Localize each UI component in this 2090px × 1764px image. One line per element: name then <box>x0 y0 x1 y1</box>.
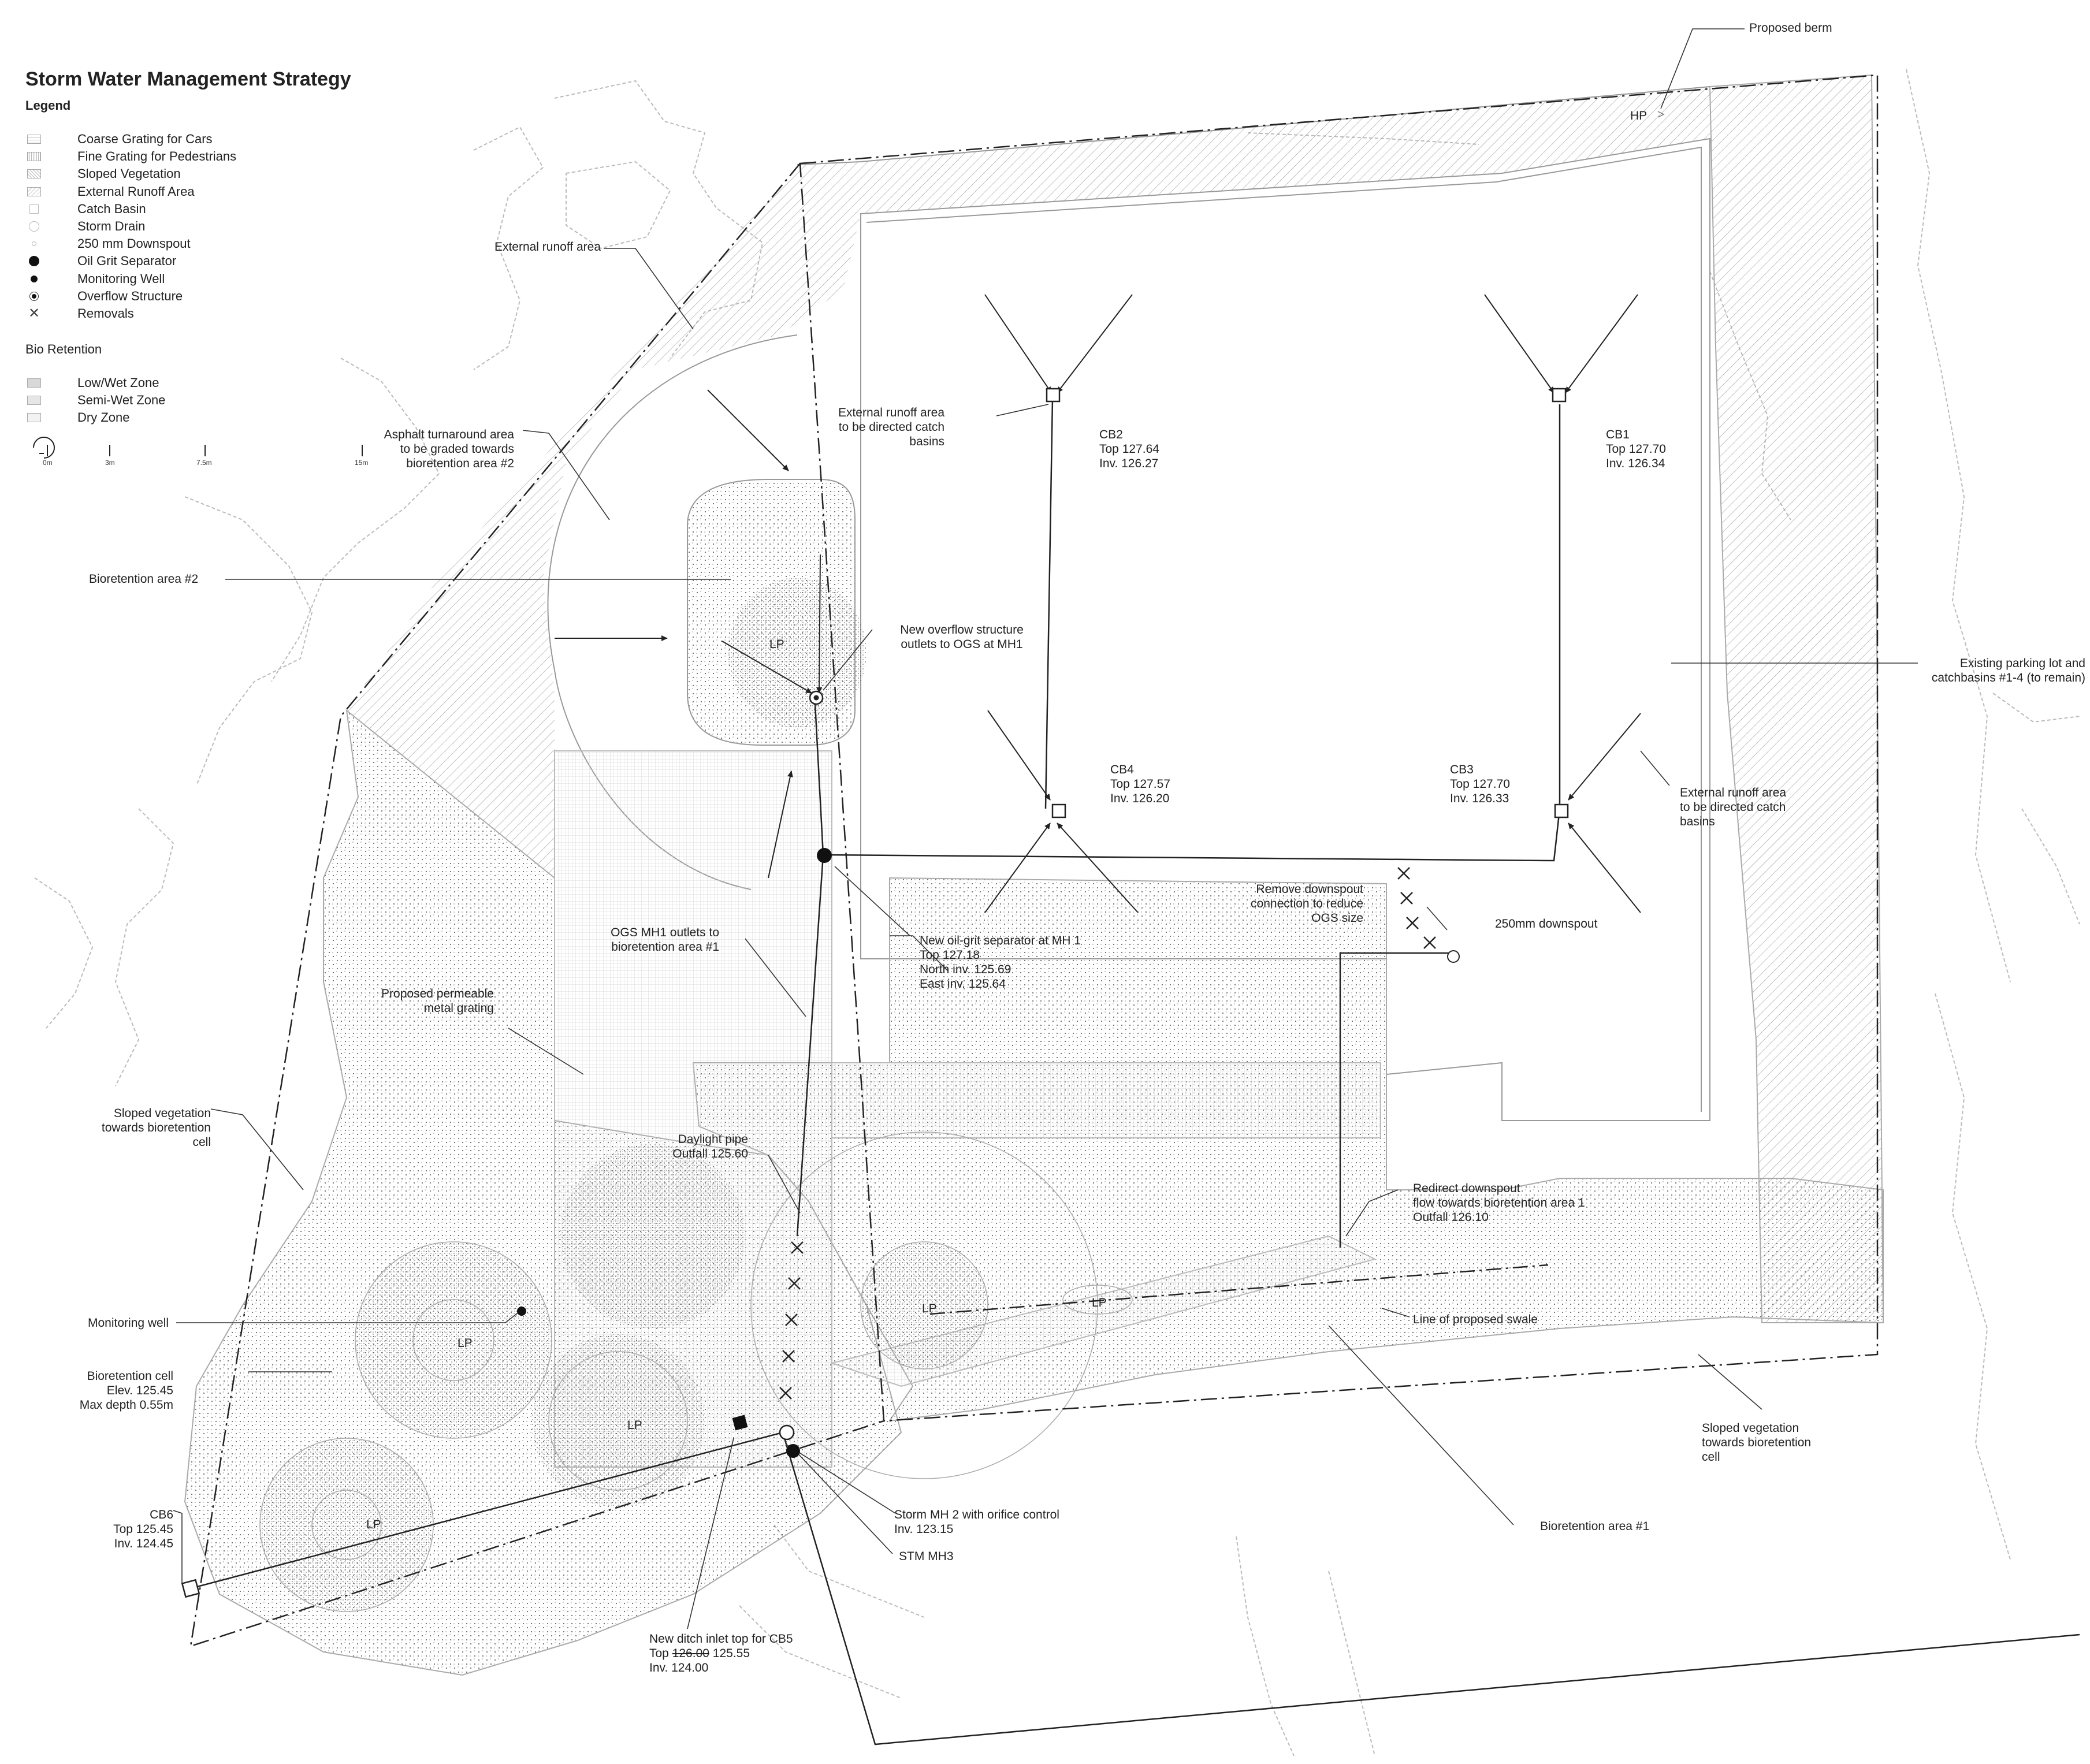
legend-item: Storm Drain <box>25 218 236 235</box>
proposed-swale-line <box>929 1264 1549 1315</box>
permeable-grating-label: Proposed permeable metal grating <box>381 987 494 1015</box>
sloped-vegetation-right-label: Sloped vegetation towards bioretention c… <box>1702 1421 1812 1464</box>
existing-parking-label: Existing parking lot and catchbasins #1-… <box>1931 657 2085 684</box>
bioretention-area-1-label: Bioretention area #1 <box>1540 1520 1650 1533</box>
low-wet-zone-icon <box>25 377 43 389</box>
sloped-vegetation-icon <box>25 168 43 180</box>
page-title: Storm Water Management Strategy <box>25 68 351 90</box>
storm-mh2-label: Storm MH 2 with orifice control Inv. 123… <box>894 1508 1059 1536</box>
asphalt-turnaround-label: Asphalt turnaround area to be graded tow… <box>384 428 514 470</box>
zone-rings <box>259 1132 1133 1612</box>
cb3-label: CB3 Top 127.70 Inv. 126.33 <box>1450 763 1510 805</box>
sloped-vegetation-left-label: Sloped vegetation towards bioretention c… <box>101 1107 211 1149</box>
downspout-250-label: 250mm downspout <box>1495 917 1598 931</box>
catch-basin-icon <box>25 203 43 215</box>
removal-x-icon: ✕ <box>28 305 40 321</box>
ditch-inlet-cb5 <box>732 1415 748 1431</box>
lp-label: LP <box>627 1419 642 1432</box>
new-ogs-label: New oil-grit separator at MH 1 Top 127.1… <box>920 934 1081 991</box>
lp-label: LP <box>922 1302 937 1315</box>
cb4-label: CB4 Top 127.57 Inv. 126.20 <box>1110 763 1170 805</box>
monitoring-well-marker <box>517 1307 526 1316</box>
storm-pipes <box>190 398 2080 1746</box>
oil-grit-separator-icon <box>25 255 43 267</box>
legend-item: 250 mm Downspout <box>25 235 236 252</box>
scale-label: 7.5m <box>196 459 212 467</box>
overflow-structure-icon <box>25 291 43 302</box>
legend-heading: Legend <box>25 98 71 113</box>
bioretention-2-core <box>728 578 867 728</box>
property-boundary <box>189 74 1879 1647</box>
legend-item: Semi-Wet Zone <box>25 392 165 409</box>
scale-label: 3m <box>105 459 115 467</box>
legend: Coarse Grating for Cars Fine Grating for… <box>25 131 236 322</box>
flow-arrows <box>555 294 1641 913</box>
coarse-grating-icon <box>25 133 43 145</box>
fine-grating-icon <box>25 151 43 162</box>
bio-legend: Low/Wet Zone Semi-Wet Zone Dry Zone <box>25 374 165 427</box>
line-of-swale-label: Line of proposed swale <box>1413 1313 1538 1326</box>
ditch-inlet-label: New ditch inlet top for CB5 Top 126.00 1… <box>649 1632 793 1674</box>
scale-label: 15m <box>355 459 369 467</box>
bio-retention-heading: Bio Retention <box>25 342 102 356</box>
legend-item: Monitoring Well <box>25 270 236 288</box>
legend-item: Overflow Structure <box>25 288 236 305</box>
legend-item: Oil Grit Separator <box>25 252 236 270</box>
cb2-label: CB2 Top 127.64 Inv. 126.27 <box>1099 428 1159 470</box>
storm-drain-icon <box>25 221 43 232</box>
hp-marker <box>1657 111 1665 118</box>
legend-item: Low/Wet Zone <box>25 374 165 392</box>
scale-bar <box>33 437 363 459</box>
oil-grit-separator-mh1 <box>817 848 832 863</box>
new-overflow-label: New overflow structure outlets to OGS at… <box>900 623 1024 651</box>
redirect-downspout-label: Redirect downspout flow towards bioreten… <box>1413 1182 1585 1224</box>
legend-item: External Runoff Area <box>25 183 236 200</box>
legend-item: Sloped Vegetation <box>25 165 236 183</box>
legend-item: Coarse Grating for Cars <box>25 131 236 148</box>
stm-mh3-label: STM MH3 <box>899 1550 954 1563</box>
scale-label: 0m <box>43 459 53 467</box>
external-runoff-icon <box>25 186 43 198</box>
downspout-icon <box>25 238 43 250</box>
daylight-pipe-label: Daylight pipe Outfall 125.60 <box>672 1133 748 1160</box>
catch-basins <box>181 388 1569 1598</box>
downspout-250 <box>1447 950 1460 963</box>
bioretention-area-2-label: Bioretention area #2 <box>89 572 199 586</box>
storm-mh2 <box>779 1424 795 1441</box>
permeable-grating <box>554 750 832 1468</box>
monitoring-well-icon <box>25 273 43 285</box>
low-wet-zones <box>260 1144 988 1612</box>
legend-item: Fine Grating for Pedestrians <box>25 148 236 165</box>
ogs-outlets-label: OGS MH1 outlets to bioretention area #1 <box>611 926 719 954</box>
cb1-label: CB1 Top 127.70 Inv. 126.34 <box>1606 428 1666 470</box>
hp-label: HP <box>1630 109 1648 122</box>
lp-label: LP <box>458 1337 473 1350</box>
fine-grating-band <box>831 1062 1381 1138</box>
proposed-berm-label: Proposed berm <box>1749 21 1832 35</box>
semi-wet-zone-icon <box>25 395 43 406</box>
cb6-label: CB6 Top 125.45 Inv. 124.45 <box>113 1508 173 1550</box>
remove-downspout-label: Remove downspout connection to reduce OG… <box>1251 883 1363 925</box>
legend-item: Catch Basin <box>25 200 236 218</box>
monitoring-well-label: Monitoring well <box>88 1316 169 1330</box>
stm-mh3 <box>786 1444 800 1458</box>
external-runoff-area-label: External runoff area <box>494 240 601 254</box>
leader-lines <box>173 28 1918 1629</box>
legend-item: ✕Removals <box>25 305 236 322</box>
external-runoff-cb-left-label: External runoff area to be directed catc… <box>838 406 944 448</box>
lp-label: LP <box>366 1518 381 1531</box>
removal-marks <box>779 867 1436 1400</box>
sloped-vegetation-right <box>1709 74 1884 1323</box>
external-runoff-area <box>347 87 1710 878</box>
bioretention-cell-label: Bioretention cell Elev. 125.45 Max depth… <box>79 1369 173 1412</box>
dry-zone-icon <box>25 412 43 423</box>
external-runoff-cb-right-label: External runoff area to be directed catc… <box>1680 786 1787 828</box>
legend-item: Dry Zone <box>25 409 165 426</box>
lp-label: LP <box>1092 1296 1107 1309</box>
lp-label: LP <box>769 638 784 651</box>
